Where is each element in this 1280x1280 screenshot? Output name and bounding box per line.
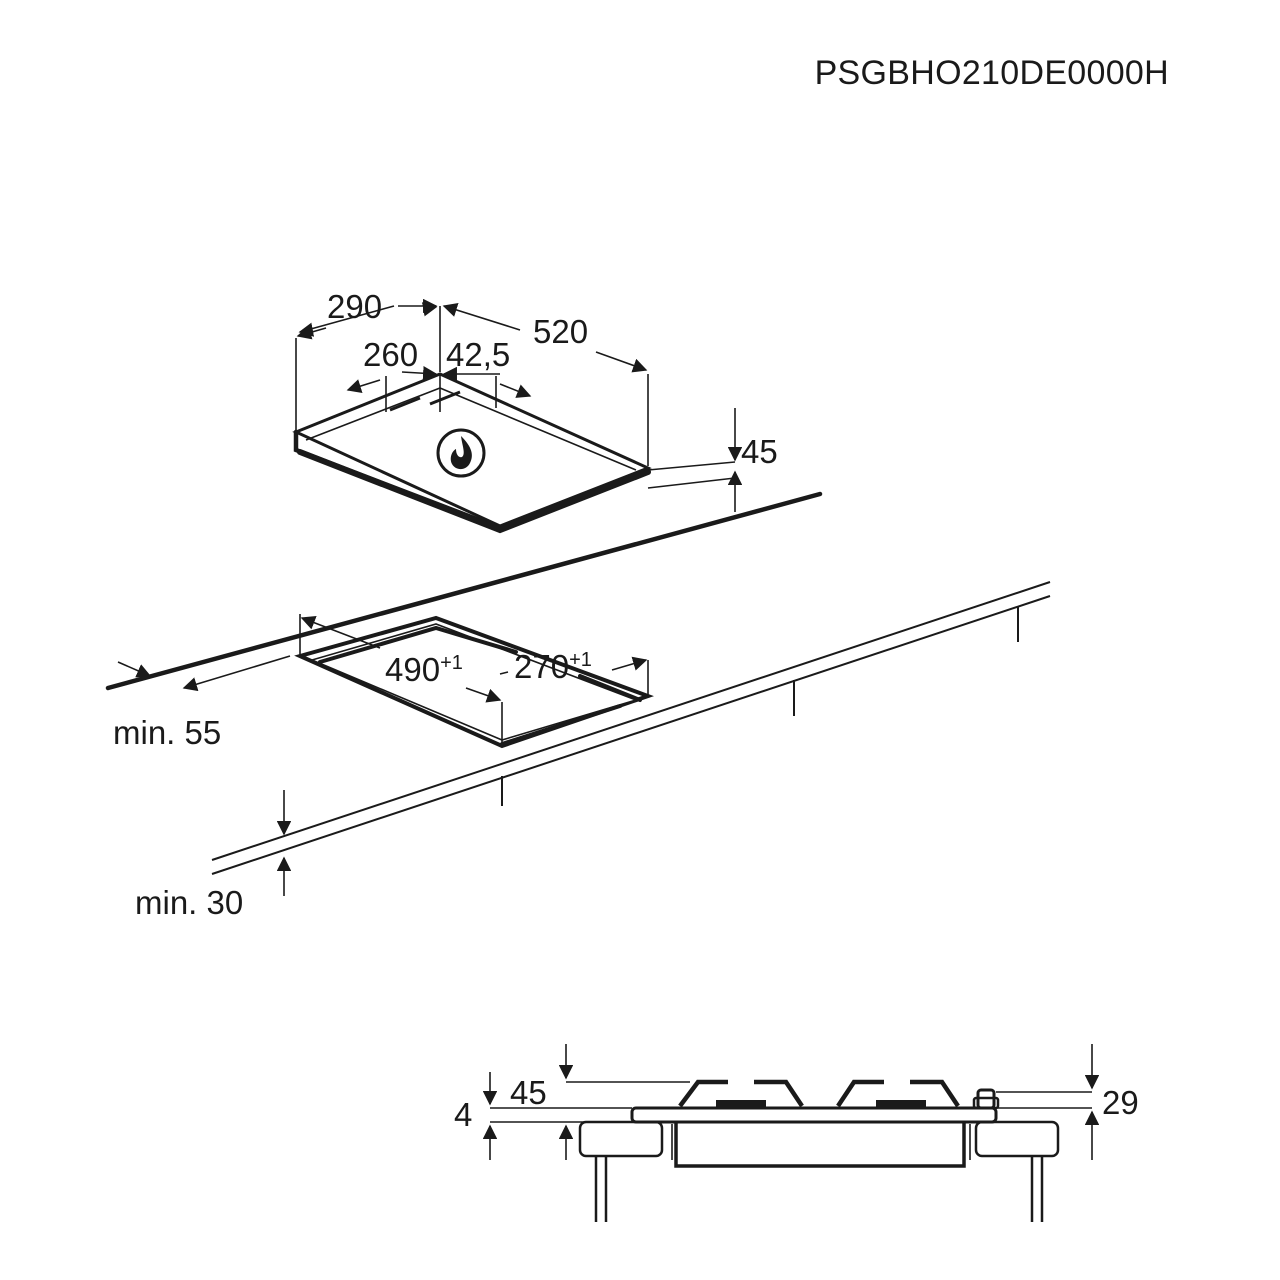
model-code: PSGBHO210DE0000H xyxy=(814,54,1169,92)
worktop-rear-edge xyxy=(105,491,823,691)
flame-icon xyxy=(436,428,486,478)
dim-520: 520 xyxy=(533,313,588,350)
dim-height-45: 45 xyxy=(741,433,778,470)
worktop-cutout: 490+1 270+1 min. 55 min. 30 xyxy=(105,491,1051,921)
side-section: 4 45 29 xyxy=(454,1044,1139,1222)
dim-270: 270+1 xyxy=(514,648,592,685)
dim-490: 490+1 xyxy=(385,651,463,688)
dim-min-55: min. 55 xyxy=(113,714,221,751)
dim-42-5: 42,5 xyxy=(446,336,510,373)
dim-side-29: 29 xyxy=(1102,1084,1139,1121)
dim-290: 290 xyxy=(327,288,382,325)
hob-perspective: 290 260 42,5 520 45 xyxy=(292,288,778,534)
dim-260: 260 xyxy=(363,336,418,373)
dim-side-45: 45 xyxy=(510,1074,547,1111)
dim-side-4: 4 xyxy=(454,1096,472,1133)
dim-min-30: min. 30 xyxy=(135,884,243,921)
